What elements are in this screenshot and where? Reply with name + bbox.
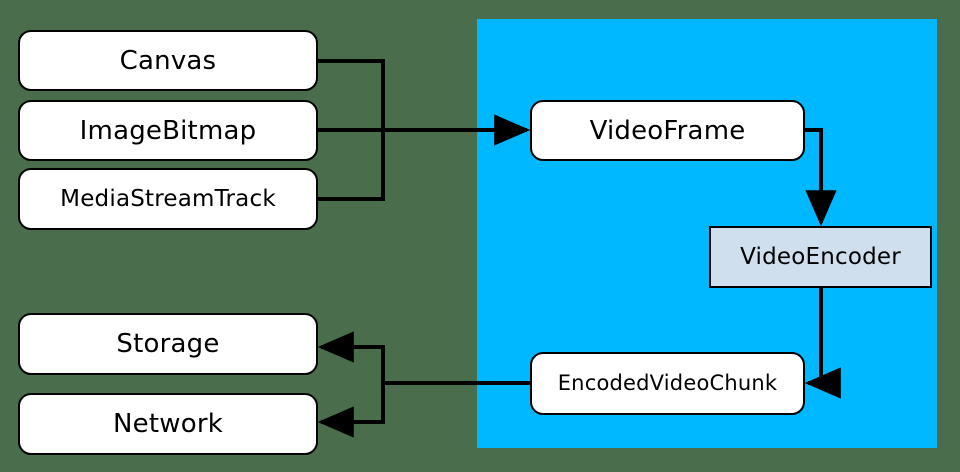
node-canvas[interactable]: Canvas: [18, 30, 318, 91]
edge-videoframe-to-videoencoder: [805, 128, 837, 227]
edge-videoencoder-to-encodedvideochunk: [804, 288, 841, 399]
node-network-label: Network: [113, 409, 223, 439]
node-videoencoder[interactable]: VideoEncoder: [709, 226, 932, 288]
node-storage[interactable]: Storage: [18, 313, 318, 375]
node-canvas-label: Canvas: [119, 45, 217, 76]
node-storage-label: Storage: [116, 329, 220, 359]
node-encodedvideochunk[interactable]: EncodedVideoChunk: [530, 352, 805, 415]
node-encodedvideochunk-label: EncodedVideoChunk: [557, 371, 778, 395]
node-videoframe[interactable]: VideoFrame: [530, 100, 805, 161]
node-videoencoder-label: VideoEncoder: [740, 243, 901, 270]
node-imagebitmap-label: ImageBitmap: [79, 115, 257, 146]
node-imagebitmap[interactable]: ImageBitmap: [18, 100, 318, 161]
edge-canvas-to-videoframe: [318, 59, 385, 130]
edge-encodedvideochunk-to-network: [317, 383, 385, 438]
node-mediastreamtrack[interactable]: MediaStreamTrack: [18, 168, 318, 230]
node-videoframe-label: VideoFrame: [589, 115, 746, 146]
node-mediastreamtrack-label: MediaStreamTrack: [60, 185, 276, 212]
node-network[interactable]: Network: [18, 393, 318, 455]
edge-mediastreamtrack-to-videoframe: [318, 130, 385, 201]
edge-encodedvideochunk-to-storage: [317, 331, 385, 383]
